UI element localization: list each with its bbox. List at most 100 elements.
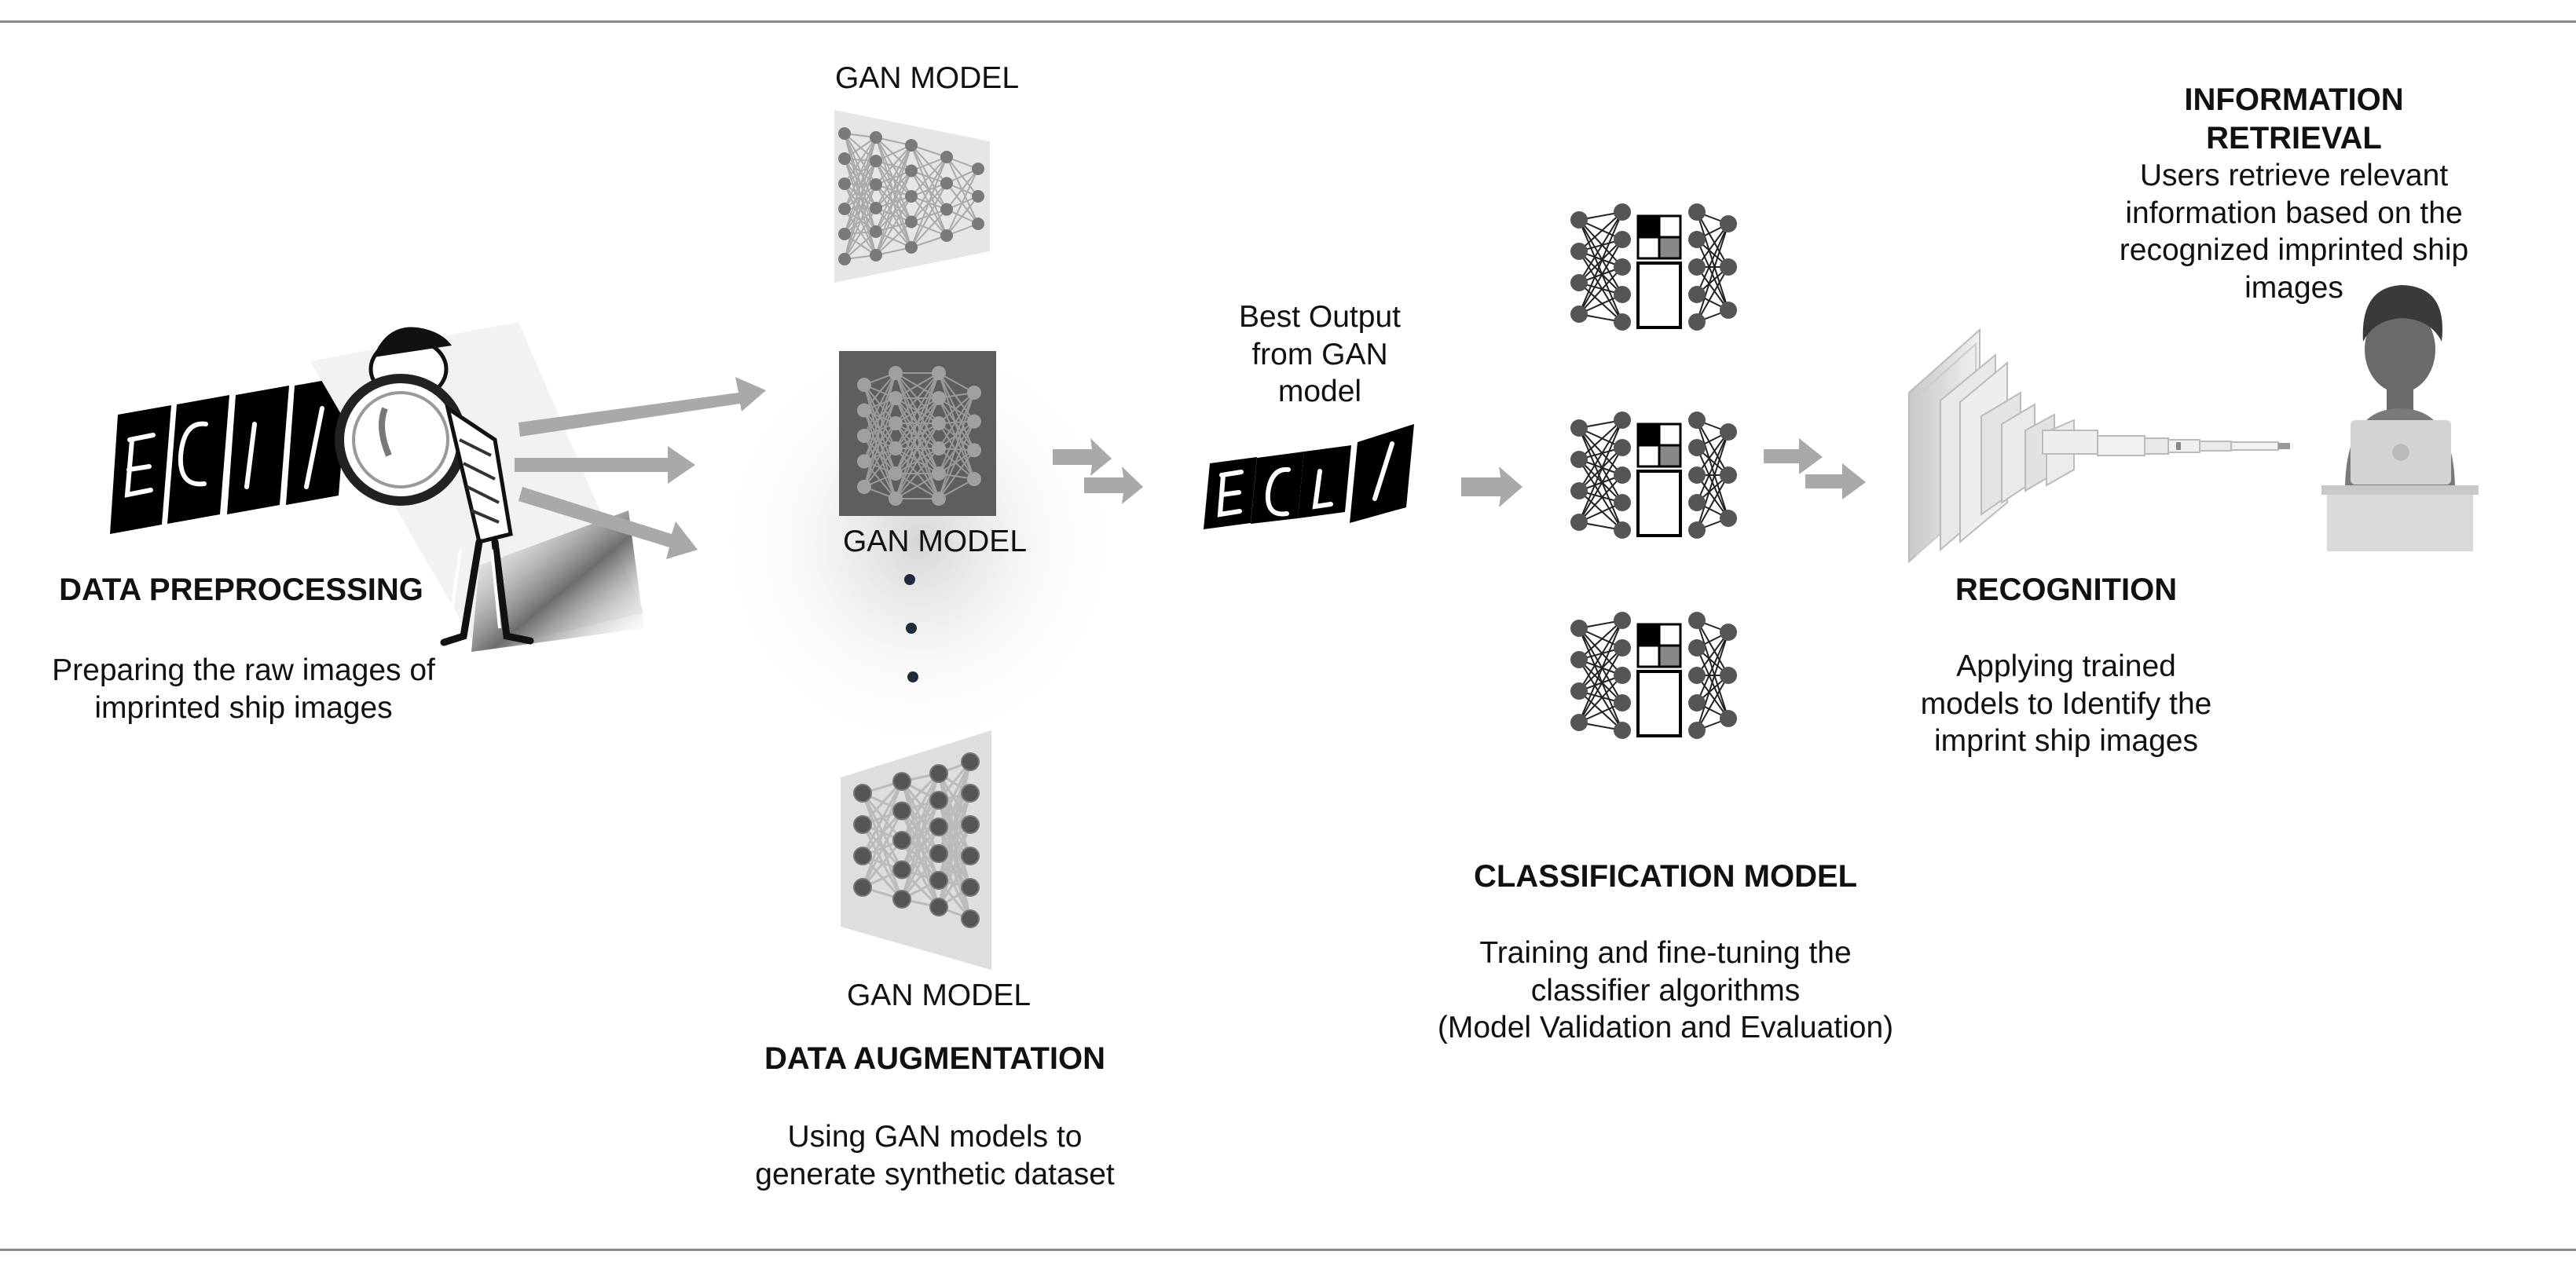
network-node (929, 898, 948, 916)
network-node (905, 190, 918, 203)
network-node (838, 253, 851, 265)
network-node (889, 416, 903, 430)
network-node (940, 229, 953, 242)
network-node (889, 492, 903, 506)
network-node (967, 443, 981, 458)
gan-network-icon (841, 730, 991, 970)
network-node (838, 203, 851, 215)
network-node (961, 815, 980, 834)
network-node (838, 127, 851, 140)
image-strip-icon (110, 376, 348, 534)
network-node (940, 151, 953, 163)
network-node (838, 177, 851, 190)
user-laptop-icon (2321, 285, 2479, 551)
best-output-strip-icon (1204, 424, 1414, 529)
network-node (857, 378, 871, 392)
network-node (929, 764, 948, 783)
network-node (972, 163, 984, 175)
network-node (889, 366, 903, 380)
network-node (853, 815, 872, 834)
network-node (857, 429, 871, 443)
network-node (961, 878, 980, 897)
classifier-network-icon (1570, 612, 1737, 739)
network-node (853, 847, 872, 865)
network-node (892, 890, 911, 909)
network-node (892, 801, 911, 821)
classifier-network-icon (1570, 412, 1737, 539)
network-node (838, 228, 851, 240)
arrows-to-gan (515, 377, 766, 559)
network-node (972, 218, 984, 230)
magnifier-person-icon (310, 322, 644, 652)
augmentation-description: Using GAN models to generate synthetic d… (755, 1120, 1115, 1191)
network-node (967, 386, 981, 400)
classifier-network-icon (1570, 203, 1737, 739)
network-node (932, 391, 946, 405)
network-node (889, 441, 903, 455)
network-node (967, 414, 981, 429)
arrows-to-best-output (1053, 438, 1143, 504)
gan-model-label-middle: GAN MODEL (842, 525, 1028, 558)
network-node (905, 139, 918, 152)
network-node (857, 480, 871, 494)
network-node (892, 860, 911, 880)
retrieval-description: Users retrieve relevant information base… (2119, 159, 2469, 305)
network-node (940, 203, 953, 216)
retrieval-title: INFORMATION RETRIEVAL (2184, 82, 2404, 155)
classification-desc-line3: (Model Validation and Evaluation) (1437, 1011, 1894, 1045)
network-node (932, 366, 946, 380)
classification-desc-line1: Training and fine-tuning the (1479, 936, 1852, 970)
network-node (932, 492, 946, 506)
augmentation-title: DATA AUGMENTATION (764, 1041, 1105, 1076)
network-node (932, 441, 946, 455)
network-node (961, 752, 980, 771)
network-node (889, 391, 903, 405)
preprocessing-description: Preparing the raw images of imprinted sh… (52, 653, 435, 725)
network-node (870, 131, 882, 144)
network-node (929, 844, 948, 863)
classifier-network-icon (1570, 203, 1737, 331)
classification-description: Training and fine-tuning the classifier … (1383, 935, 1948, 1047)
network-node (870, 249, 882, 262)
network-node (905, 241, 918, 254)
network-node (940, 177, 953, 190)
network-node (857, 454, 871, 469)
network-node (972, 190, 984, 203)
classification-title: CLASSIFICATION MODEL (1473, 859, 1858, 894)
best-output-label: Best Output from GAN model (1239, 300, 1401, 409)
network-node (961, 909, 980, 928)
gan-glow (715, 330, 1123, 754)
network-node (905, 215, 918, 229)
network-node (870, 155, 882, 167)
network-node (870, 202, 882, 214)
network-node (838, 152, 851, 165)
network-node (889, 466, 903, 481)
gan-network-icon (839, 351, 996, 516)
network-node (870, 225, 882, 238)
network-node (929, 818, 948, 836)
network-node (853, 784, 872, 803)
network-node (967, 472, 981, 486)
preprocessing-title: DATA PREPROCESSING (59, 572, 423, 607)
network-node (853, 878, 872, 897)
classification-desc-line2: classifier algorithms (1530, 973, 1801, 1008)
network-node (932, 416, 946, 430)
ellipsis-dots (904, 574, 918, 682)
network-node (870, 178, 882, 191)
network-node (961, 784, 980, 803)
gan-model-label-top: GAN MODEL (834, 61, 1020, 95)
arrow-to-classifier (1461, 466, 1523, 507)
network-node (857, 403, 871, 418)
network-node (929, 791, 948, 810)
gan-network-icon (834, 110, 990, 283)
network-node (932, 466, 946, 481)
cnn-layers-icon (1908, 327, 2290, 564)
top-rule (0, 20, 2576, 23)
gan-model-label-bottom: GAN MODEL (846, 979, 1031, 1012)
arrows-to-recognition (1764, 438, 1866, 499)
bottom-rule (0, 1249, 2576, 1251)
network-node (892, 831, 911, 850)
recognition-description: Applying trained models to Identify the … (1920, 649, 2212, 759)
